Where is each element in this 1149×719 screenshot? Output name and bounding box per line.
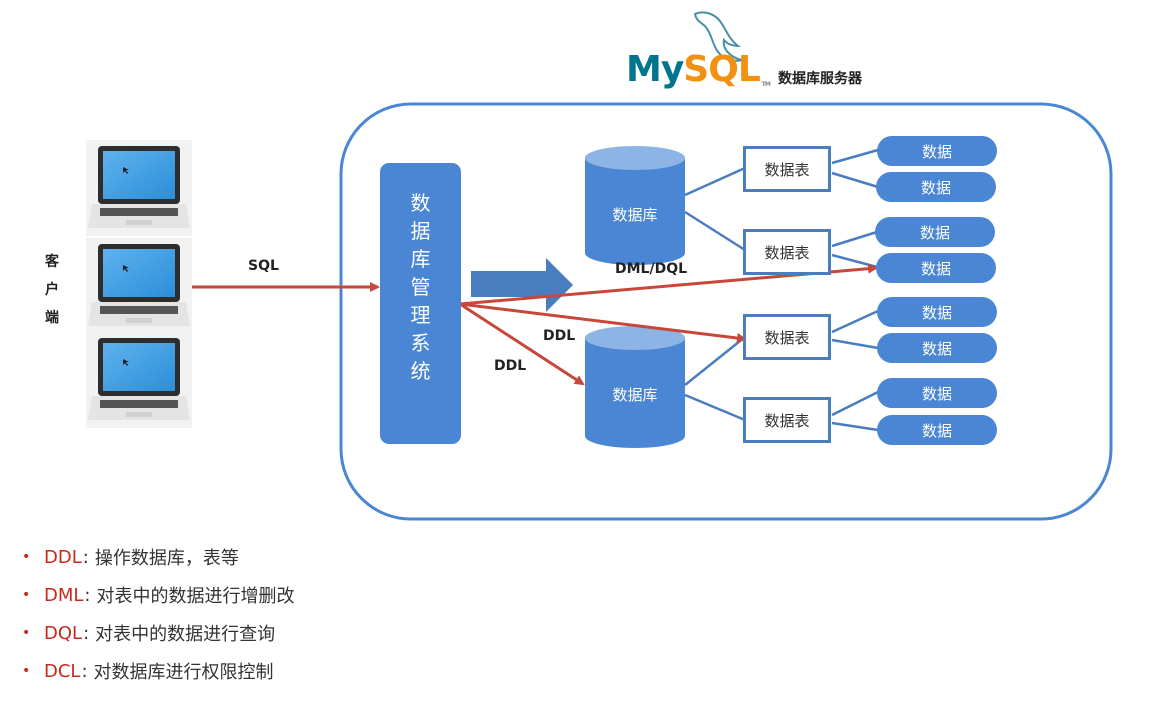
laptop-icon (86, 238, 192, 334)
bullet-icon: • (22, 663, 31, 679)
db2-table1-line (684, 336, 746, 386)
flow-arrow-icon (471, 258, 573, 312)
ddl-table-arrow (459, 302, 747, 343)
laptop-icon (86, 140, 192, 236)
data-pill: 数据 (877, 415, 997, 445)
t2-row2-line (831, 253, 878, 269)
data-pill: 数据 (877, 333, 997, 363)
database-cylinder-2 (585, 326, 685, 448)
t1-row1-line (831, 148, 879, 165)
db1-table1-line (684, 166, 746, 197)
table-box: 数据表 (743, 146, 831, 192)
t2-row1-line (831, 230, 878, 248)
data-pill: 数据 (877, 378, 997, 408)
tree-lines (684, 148, 879, 432)
table-box: 数据表 (743, 397, 831, 443)
data-pill: 数据 (876, 172, 996, 202)
legend-item-dql: • DQL : 对表中的数据进行查询 (22, 622, 276, 646)
sql-category-legend: • DDL : 操作数据库，表等 • DML : 对表中的数据进行增删改 • D… (22, 538, 295, 690)
db1-table2-line (684, 210, 746, 252)
laptop-icon (86, 332, 192, 428)
data-pill: 数据 (875, 217, 995, 247)
db2-table2-line (684, 393, 746, 422)
data-pill: 数据 (877, 297, 997, 327)
table-box: 数据表 (743, 229, 831, 275)
dolphin-icon (693, 11, 743, 62)
t4-row1-line (831, 390, 879, 417)
t3-row1-line (831, 309, 879, 334)
ddl-table-label: DDL (543, 328, 576, 344)
legend-item-dcl: • DCL : 对数据库进行权限控制 (22, 660, 274, 684)
server-label: 数据库服务器 (778, 71, 862, 87)
sql-label: SQL (248, 258, 279, 274)
legend-item-ddl: • DDL : 操作数据库，表等 (22, 546, 239, 570)
ddl-db-label: DDL (494, 358, 527, 374)
client-label: 客 户 端 (45, 254, 59, 326)
t1-row2-line (831, 171, 879, 189)
t4-row2-line (831, 421, 879, 432)
table-box: 数据表 (743, 314, 831, 360)
server-container (339, 102, 1113, 521)
t3-row2-line (831, 338, 879, 350)
database-label: 数据库 (612, 206, 658, 224)
dbms-block: 数 据 库 管 理 系 统 (380, 163, 461, 444)
dml-dql-label: DML/DQL (615, 261, 688, 277)
bullet-icon: • (22, 549, 31, 565)
bullet-icon: • (22, 625, 31, 641)
data-pill: 数据 (877, 136, 997, 166)
data-pill: 数据 (876, 253, 996, 283)
ddl-db-arrow (459, 302, 585, 386)
bullet-icon: • (22, 587, 31, 603)
database-label: 数据库 (612, 386, 658, 404)
database-cylinder-1 (585, 146, 685, 265)
legend-item-dml: • DML : 对表中的数据进行增删改 (22, 584, 295, 608)
